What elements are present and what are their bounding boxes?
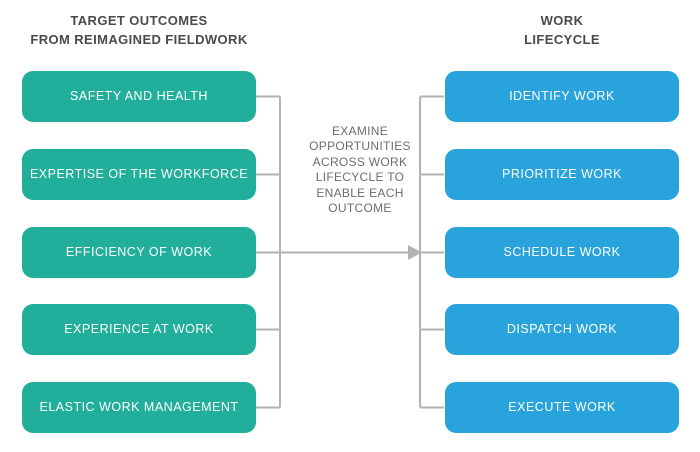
- arrow-right-icon: [408, 245, 422, 260]
- outcome-box[interactable]: EFFICIENCY OF WORK: [22, 227, 256, 278]
- right-column-heading-line1: WORK: [540, 13, 584, 28]
- lifecycle-box-label: PRIORITIZE WORK: [502, 167, 622, 181]
- outcome-box-label: EXPERTISE OF THE WORKFORCE: [29, 167, 249, 181]
- centre-caption: EXAMINE OPPORTUNITIES ACROSS WORK LIFECY…: [296, 124, 424, 216]
- lifecycle-box[interactable]: EXECUTE WORK: [445, 382, 679, 433]
- lifecycle-box-label: IDENTIFY WORK: [509, 89, 615, 103]
- lifecycle-box-label: EXECUTE WORK: [508, 400, 616, 414]
- outcome-box-label: SAFETY AND HEALTH: [70, 89, 208, 103]
- centre-caption-line: OPPORTUNITIES: [309, 139, 411, 154]
- outcome-box[interactable]: SAFETY AND HEALTH: [22, 71, 256, 122]
- left-column-heading: TARGET OUTCOMES FROM REIMAGINED FIELDWOR…: [22, 11, 256, 49]
- outcome-box[interactable]: EXPERTISE OF THE WORKFORCE: [22, 149, 256, 200]
- lifecycle-box[interactable]: IDENTIFY WORK: [445, 71, 679, 122]
- lifecycle-box-label: DISPATCH WORK: [506, 322, 618, 336]
- outcome-box[interactable]: ELASTIC WORK MANAGEMENT: [22, 382, 256, 433]
- lifecycle-box[interactable]: DISPATCH WORK: [445, 304, 679, 355]
- right-column-heading-line2: LIFECYCLE: [524, 32, 600, 47]
- lifecycle-box-label: SCHEDULE WORK: [503, 245, 621, 259]
- lifecycle-box[interactable]: SCHEDULE WORK: [445, 227, 679, 278]
- centre-caption-line: LIFECYCLE TO: [315, 170, 405, 185]
- outcome-box-label: EXPERIENCE AT WORK: [64, 322, 214, 336]
- outcome-box-label: ELASTIC WORK MANAGEMENT: [39, 400, 239, 414]
- right-column-heading: WORK LIFECYCLE: [445, 11, 679, 49]
- outcome-box[interactable]: EXPERIENCE AT WORK: [22, 304, 256, 355]
- outcome-box-label: EFFICIENCY OF WORK: [65, 245, 213, 259]
- centre-caption-line: ENABLE EACH: [316, 185, 404, 200]
- left-column-heading-line1: TARGET OUTCOMES: [70, 13, 208, 28]
- left-column-heading-line2: FROM REIMAGINED FIELDWORK: [30, 32, 248, 47]
- centre-caption-line: EXAMINE: [331, 124, 389, 138]
- centre-caption-line: ACROSS WORK: [312, 154, 408, 169]
- centre-caption-line: OUTCOME: [328, 201, 392, 216]
- lifecycle-box[interactable]: PRIORITIZE WORK: [445, 149, 679, 200]
